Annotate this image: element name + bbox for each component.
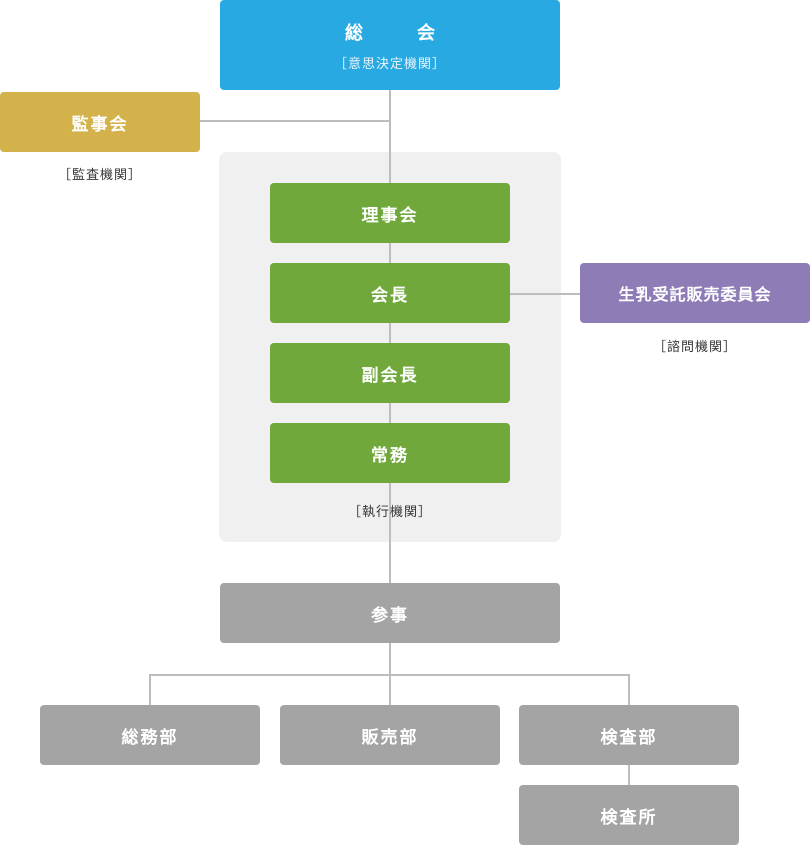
president-label: 会長 [371,285,409,306]
general-affairs-dept-box: 総務部 [40,705,260,765]
raw-milk-sales-committee-box: 生乳受託販売委員会 [580,263,810,323]
raw-milk-sales-committee-label: 生乳受託販売委員会 [618,285,772,304]
connector-somubu [149,674,151,705]
audit-board-sublabel: ［監査機関］ [57,168,142,183]
board-of-directors-box: 理事会 [270,183,510,243]
vice-president-box: 副会長 [270,343,510,403]
inspection-dept-label: 検査部 [600,727,658,748]
board-of-directors-label: 理事会 [361,205,419,226]
raw-milk-sales-committee-sublabel: ［諮問機関］ [652,340,737,355]
connector-iinkai [510,293,580,295]
connector-sanji-down [389,642,391,705]
inspection-office-box: 検査所 [519,785,739,845]
connector-departments-horizontal [149,674,630,676]
general-assembly-label: 総 会 [345,22,453,44]
executive-sublabel: ［執行機関］ [347,505,432,520]
connector-sokai-to-sanji [389,90,391,583]
general-assembly-sublabel: ［意思決定機関］ [333,56,446,72]
connector-kensasho [628,764,630,785]
audit-board-box: 監事会 [0,92,200,152]
connector-kansakai [200,120,390,122]
managing-director-box: 常務 [270,423,510,483]
sales-dept-box: 販売部 [280,705,500,765]
audit-board-label: 監事会 [71,114,129,135]
counselor-label: 参事 [371,605,409,626]
vice-president-label: 副会長 [361,365,419,386]
managing-director-label: 常務 [371,445,409,466]
general-affairs-dept-label: 総務部 [121,727,179,748]
connector-kensabu [628,674,630,705]
sales-dept-label: 販売部 [361,727,419,748]
general-assembly-box: 総 会 ［意思決定機関］ [220,0,560,90]
inspection-dept-box: 検査部 [519,705,739,765]
inspection-office-label: 検査所 [600,807,658,828]
president-box: 会長 [270,263,510,323]
counselor-box: 参事 [220,583,560,643]
